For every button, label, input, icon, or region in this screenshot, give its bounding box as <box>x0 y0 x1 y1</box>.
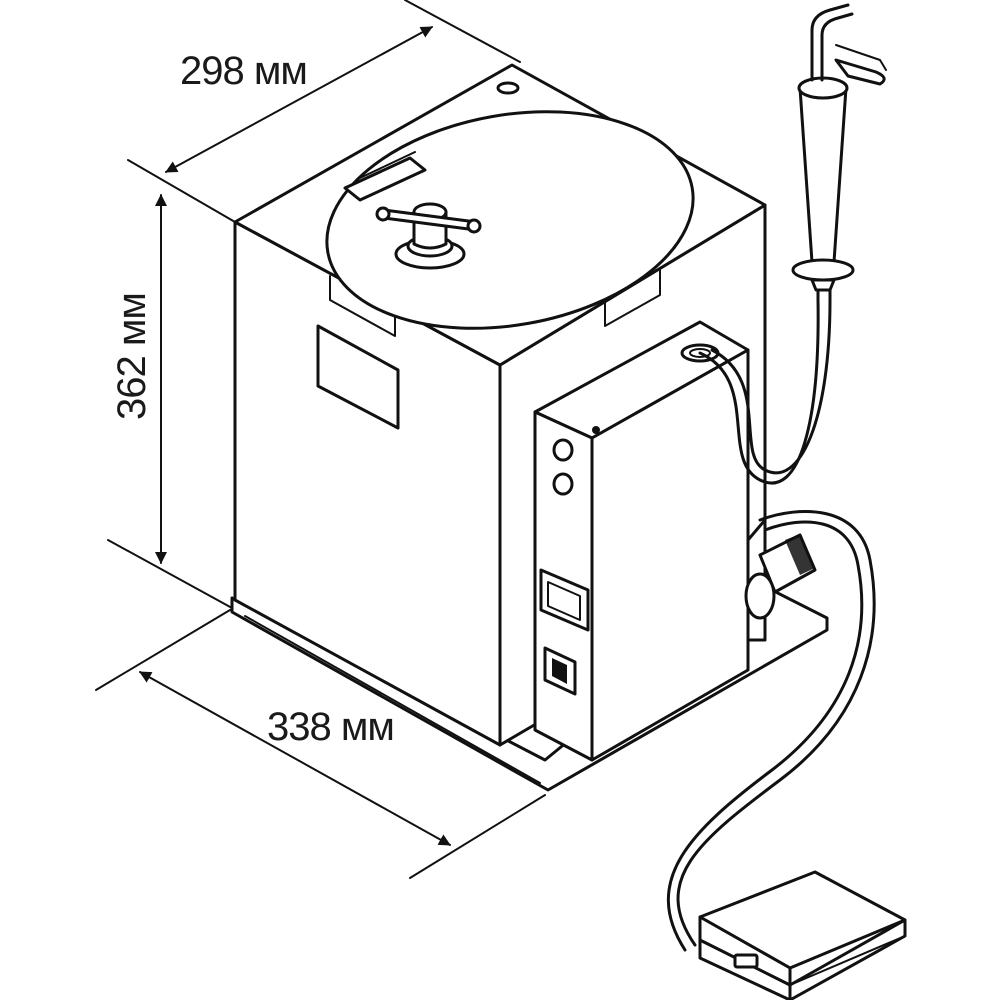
foot-pedal[interactable] <box>698 870 907 1000</box>
depth-label: 298 мм <box>180 49 307 93</box>
hose-to-pump <box>698 281 832 485</box>
height-label: 362 мм <box>110 293 154 420</box>
extension-line <box>127 159 236 223</box>
indicator-light-1 <box>552 438 574 462</box>
safety-valve[interactable] <box>375 202 482 270</box>
control-box <box>533 320 750 762</box>
pump-collar <box>791 258 855 282</box>
width-label: 338 мм <box>267 705 394 749</box>
control-box-side <box>590 348 750 762</box>
extension-line <box>409 794 546 879</box>
dimension-width: 338 мм <box>95 609 546 879</box>
lid <box>325 110 695 337</box>
dimension-height: 362 мм <box>107 194 233 609</box>
pump-barrel <box>798 86 848 264</box>
dimension-depth: 298 мм <box>127 0 521 223</box>
hose-to-pedal <box>666 510 876 952</box>
extension-line <box>107 539 233 609</box>
pump-handle[interactable] <box>834 58 886 86</box>
dimension-arrow <box>165 26 433 173</box>
dimension-arrow <box>139 671 451 846</box>
indicator-light-2 <box>552 472 574 496</box>
sensor-cylinder <box>744 518 817 642</box>
extension-line <box>95 609 231 691</box>
extension-line <box>404 0 521 63</box>
top-hole <box>496 81 520 95</box>
lid-handle[interactable] <box>343 156 427 202</box>
label-plate <box>316 324 400 430</box>
hand-pump[interactable] <box>791 3 887 292</box>
